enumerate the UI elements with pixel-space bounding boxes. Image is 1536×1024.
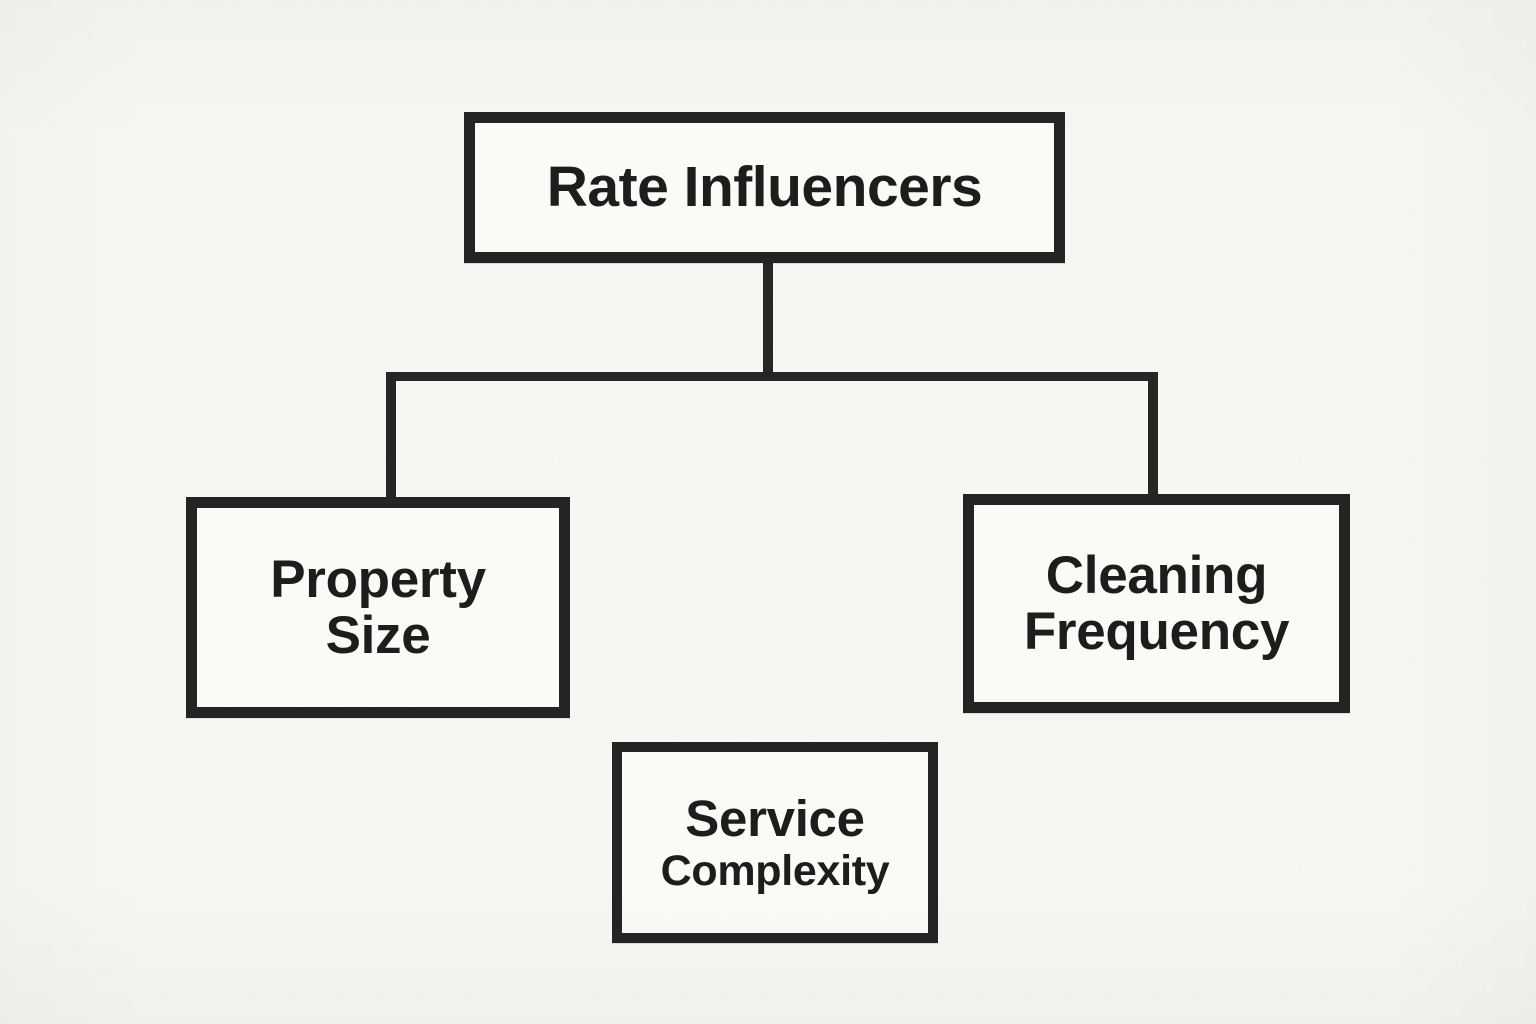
connector-drop-to-property-size — [386, 372, 396, 500]
node-rate-influencers-label: Rate Influencers — [546, 154, 983, 219]
connector-drop-to-cleaning-frequency — [1148, 372, 1158, 497]
node-cleaning-frequency-label-line2: Frequency — [1023, 601, 1290, 661]
connector-horizontal-bar — [386, 372, 1158, 381]
node-cleaning-frequency-label-line1: Cleaning — [1045, 546, 1268, 606]
node-property-size[interactable]: Property Size — [186, 497, 570, 718]
node-service-complexity-label-line1: Service — [685, 789, 865, 847]
node-service-complexity[interactable]: Service Complexity — [612, 742, 938, 943]
node-cleaning-frequency[interactable]: Cleaning Frequency — [963, 494, 1350, 713]
connector-root-stem — [763, 261, 773, 380]
node-rate-influencers[interactable]: Rate Influencers — [464, 112, 1065, 263]
node-property-size-label-line2: Size — [325, 605, 431, 665]
node-property-size-label-line1: Property — [270, 550, 486, 610]
node-service-complexity-label-line2: Complexity — [660, 846, 890, 895]
